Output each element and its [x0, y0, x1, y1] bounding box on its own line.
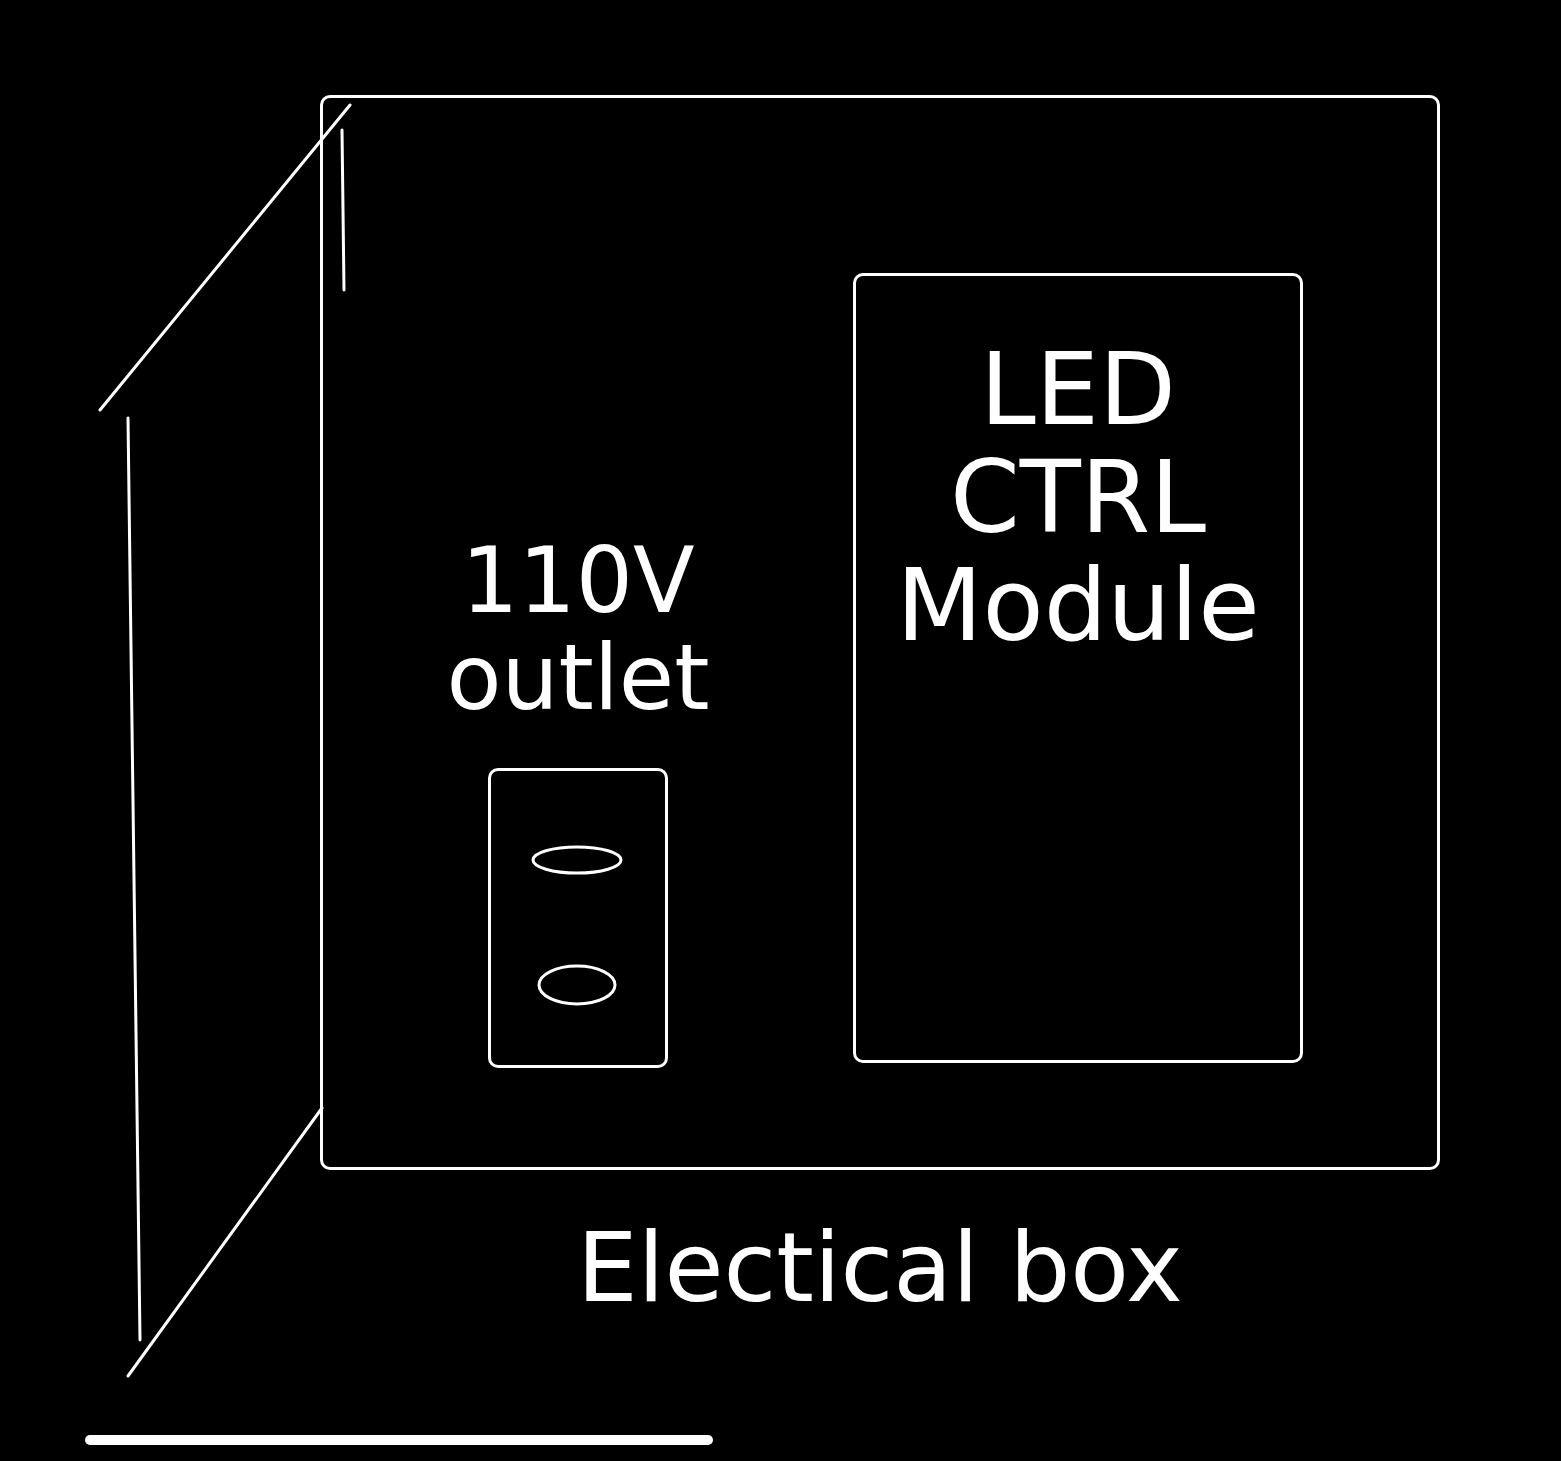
module-box: LED CTRL Module: [853, 273, 1303, 1063]
box-side-edge: [128, 418, 140, 1340]
node-label: 110V outlet: [388, 532, 768, 726]
box-side-edge: [100, 105, 350, 410]
electrical-box: Electical box110V outletLED CTRL Module: [320, 95, 1440, 1170]
outlet-slot: [539, 966, 615, 1004]
node-label: LED CTRL Module: [856, 276, 1300, 660]
node-label: Electical box: [323, 1217, 1437, 1321]
box-corner-stroke: [342, 130, 344, 290]
outlet-box: 110V outlet: [488, 768, 668, 1068]
outlet-slot: [533, 847, 621, 873]
home-bar: [85, 1435, 713, 1445]
box-side-edge: [128, 1108, 322, 1376]
